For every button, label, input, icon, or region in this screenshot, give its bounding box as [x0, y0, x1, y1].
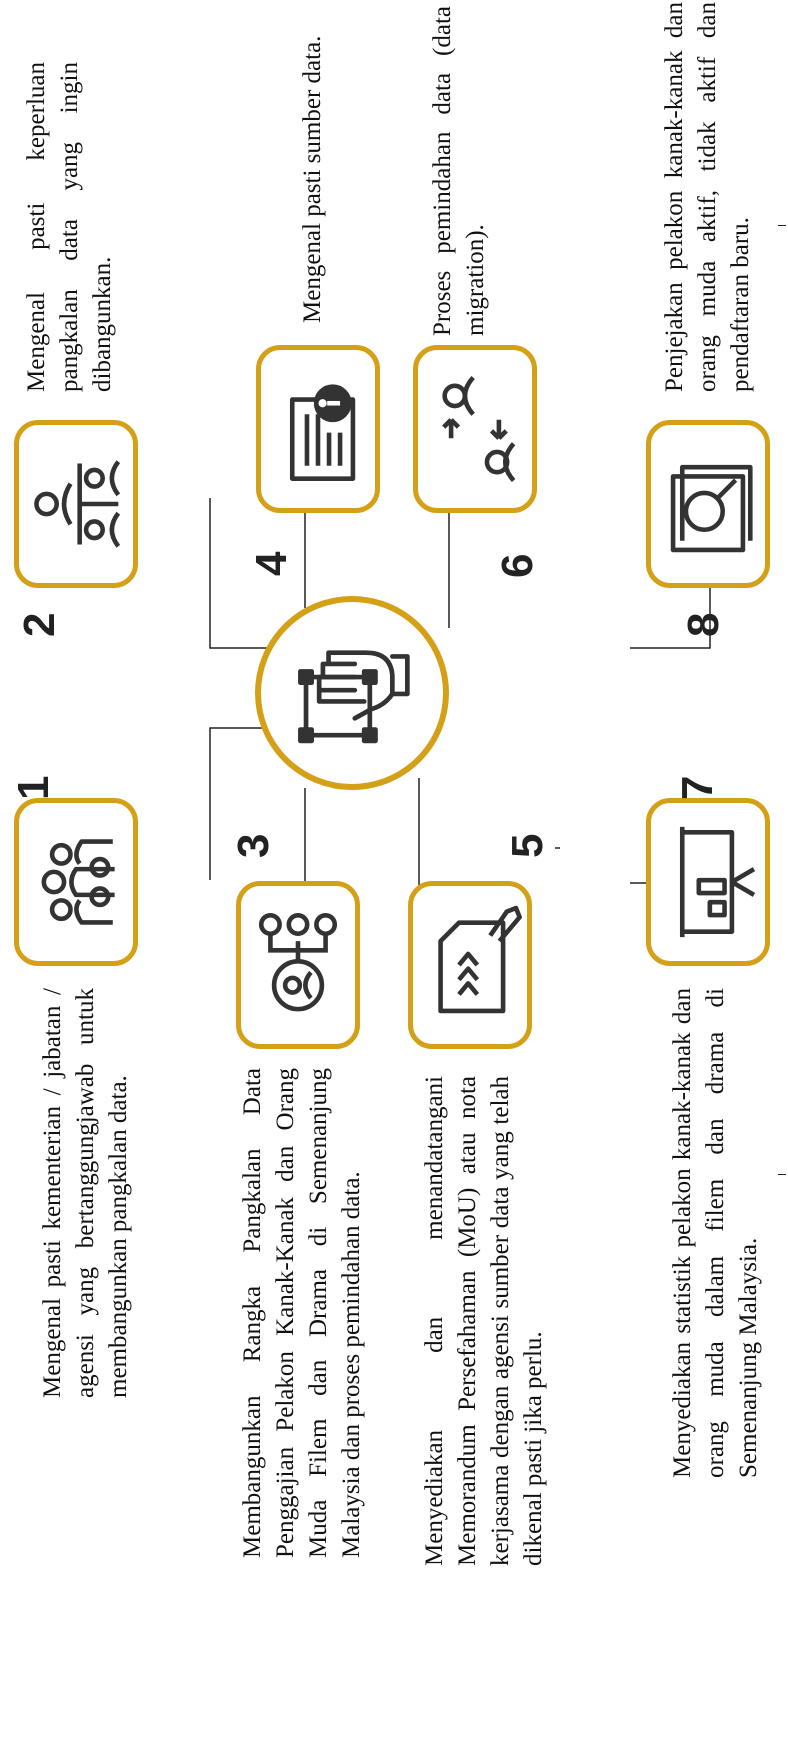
connector-7 [209, 727, 283, 880]
document-search-icon [670, 464, 753, 553]
step-2-number: 2 [15, 612, 64, 637]
step-3-box [236, 881, 360, 1049]
step-7-box [646, 798, 770, 966]
step-3-number: 3 [229, 833, 278, 858]
user-exchange-icon [442, 375, 516, 483]
step-2-text: Mengenal pasti keperluan pangkalan data … [23, 62, 116, 392]
step-7-text: Menyediakan statistik pelakon kanak-kana… [669, 988, 762, 1478]
connector-8 [209, 498, 283, 649]
step-4-box [256, 345, 380, 513]
divider-mark [778, 225, 786, 226]
step-5-box [408, 881, 532, 1049]
step-5-number: 5 [503, 833, 552, 858]
step-6-box [413, 345, 537, 513]
network-user-icon [258, 913, 338, 1012]
divider-mark [778, 1174, 786, 1175]
step-4-text: Mengenal pasti sumber data. [299, 35, 326, 323]
presentation-chart-icon [679, 826, 756, 938]
hand-selection-icon [298, 650, 410, 744]
document-info-icon [289, 384, 356, 481]
step-3-text: Membangunkan Rangka Pangkalan Data Pengg… [239, 1068, 365, 1558]
team-people-icon [41, 839, 115, 925]
step-6-text: Proses pemindahan data (data migration). [429, 6, 489, 336]
step-7-number: 7 [673, 775, 722, 800]
hub-circle [255, 596, 449, 790]
step-1-text: Mengenal pasti kementerian / jabatan / a… [39, 988, 132, 1398]
step-8-text: Penjejakan pelakon kanak-kanak dan orang… [661, 2, 754, 392]
signing-document-icon [438, 905, 522, 1014]
step-8-box [646, 420, 770, 588]
step-4-number: 4 [247, 551, 296, 576]
step-8-number: 8 [679, 612, 728, 637]
step-2-box [14, 420, 138, 588]
step-5-text: Menyediakan dan menandatangani Memorandu… [421, 1076, 547, 1566]
org-hierarchy-icon [34, 460, 121, 548]
step-6-number: 6 [493, 553, 542, 578]
step-1-box [14, 798, 138, 966]
step-1-number: 1 [9, 775, 58, 800]
